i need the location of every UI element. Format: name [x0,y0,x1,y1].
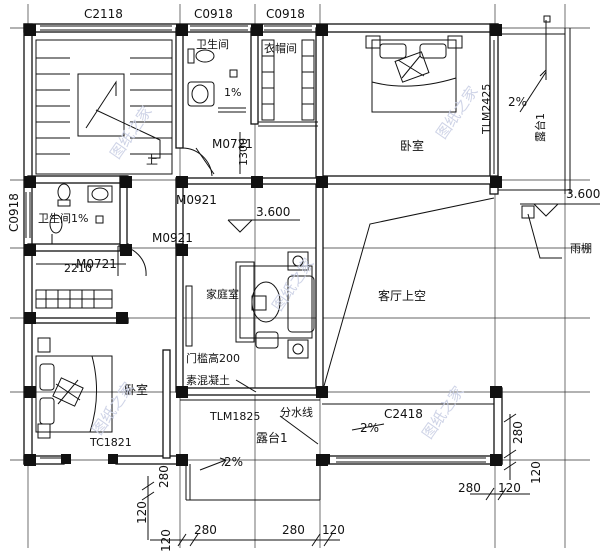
room-bedroom-bottom: 卧室 [124,382,148,397]
dim-1300: 1300 [237,138,250,166]
bath-top-fixtures [181,48,246,177]
window-top-left: C2118 [84,7,123,21]
dim-left-280: 280 [157,465,171,488]
room-bath-left: 卫生间1% [38,211,88,225]
door-hall: M0921 [176,193,217,207]
structural-columns [24,24,502,466]
room-bath-top: 卫生间 [196,37,229,51]
stairs-up-label: 上 [146,153,158,167]
dim-bottom-120-b: 120 [322,523,345,537]
window-left: C0918 [7,193,21,232]
room-balcony-right: 露台1 [533,113,547,142]
window-bedroom-right: TLM2425 [480,84,493,135]
water-line-label: 分水线 [280,405,313,419]
bath-left-fixtures [49,183,147,277]
watermark-3: 图纸之家 [433,83,482,142]
door-bedroom-left: M0721 [76,257,117,271]
dim-right-280: 280 [511,421,525,444]
window-bedroom-left: TC1821 [89,436,132,449]
window-bottom: C2418 [384,407,423,421]
door-balcony-bottom: TLM1825 [209,410,260,423]
dim-2210: 2210 [64,262,92,275]
interior-walls [27,27,324,459]
level-hall: 3.600 [256,205,290,219]
room-family: 家庭室 [206,287,239,301]
bed-left [35,337,113,439]
slope-balcony-bottom-left: 2% [224,455,243,469]
hall-level-mark [227,219,300,233]
dim-bottom-280-a: 280 [194,523,217,537]
balcony-right [493,15,571,194]
wardrobe-left [35,289,113,309]
canopy-label: 雨棚 [570,241,592,255]
dimension-lines [141,413,530,547]
dim-bottom-right-280: 280 [458,481,481,495]
window-openings [25,25,486,463]
staircase [35,39,173,175]
balcony-bottom [180,399,494,501]
watermark-2: 图纸之家 [269,255,318,314]
dim-bottom-120-a: 120 [159,529,173,552]
dim-bottom-280-b: 280 [282,523,305,537]
watermark-4: 图纸之家 [89,379,138,438]
door-sill-note: 门槛高200 [186,351,240,365]
room-bedroom-top: 卧室 [400,138,424,153]
room-storage: 衣帽间 [264,41,297,55]
drain-icon [229,69,238,78]
door-bath-left: M0921 [152,231,193,245]
level-right: 3.600 [566,187,600,201]
door-bath-top: M0721 [212,137,253,151]
window-top-right: C0918 [266,7,305,21]
pillow-decor-icon [394,51,430,83]
dim-bottom-right-120: 120 [498,481,521,495]
slope-balcony-bottom-right: 2% [360,421,379,435]
dim-right-120: 120 [529,461,543,484]
drain-left-icon [95,215,104,224]
family-room-furniture [185,251,315,359]
room-living-void: 客厅上空 [378,288,426,303]
window-top-mid: C0918 [194,7,233,21]
bed-top [365,35,463,113]
storage-shelves [239,39,318,174]
living-void [323,197,495,387]
dim-left-120: 120 [135,501,149,524]
canopy-right [520,203,600,259]
room-balcony-bottom: 露台1 [256,430,288,445]
concrete-leader [235,379,257,393]
concrete-note: 素混凝土 [186,373,230,387]
slope-bath-label: 1% [224,86,241,99]
slope-balcony-right: 2% [508,95,527,109]
pillow-decor-left-icon [52,377,84,407]
